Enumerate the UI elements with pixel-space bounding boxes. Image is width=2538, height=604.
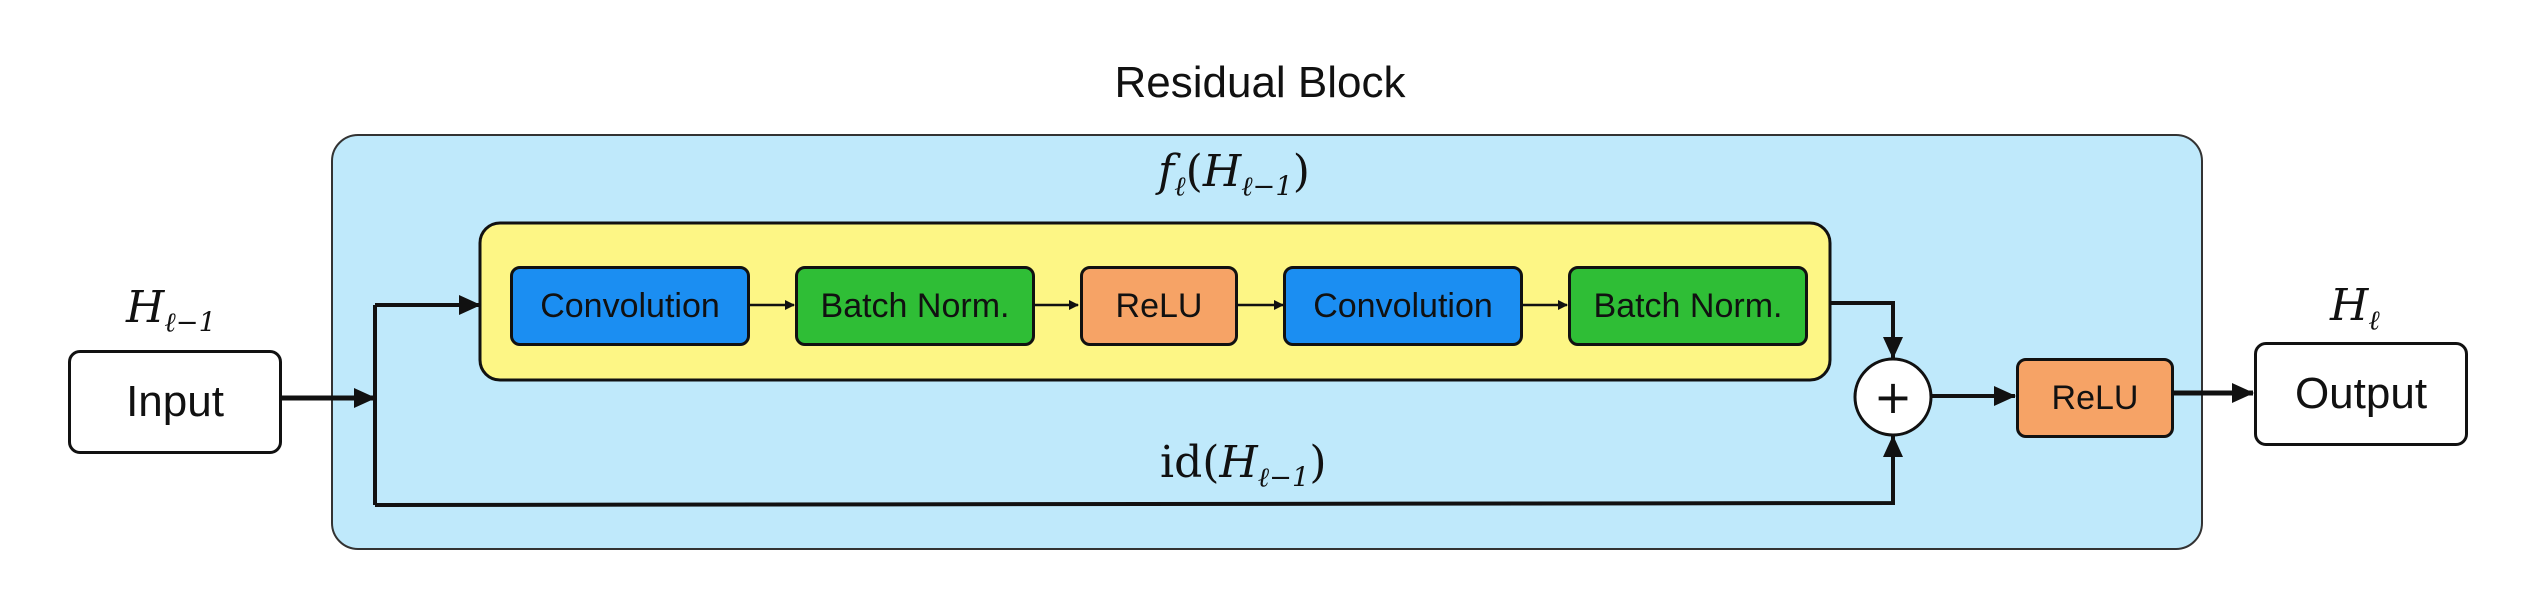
identity-label: id(Hℓ−1) xyxy=(1160,437,1327,494)
residual-output-arrow xyxy=(1830,301,1903,359)
add-symbol: + xyxy=(1874,370,1913,424)
identity-path xyxy=(374,435,1903,507)
layer-convolution-2: Convolution xyxy=(1283,266,1523,346)
layer-batch-norm-1: Batch Norm. xyxy=(795,266,1035,346)
residual-function-label: fℓ(Hℓ−1) xyxy=(1158,146,1310,203)
output-node: Output xyxy=(2254,342,2468,446)
layer-relu-1: ReLU xyxy=(1080,266,1238,346)
input-variable-label: Hℓ−1 xyxy=(126,282,216,339)
layer-batch-norm-2: Batch Norm. xyxy=(1568,266,1808,346)
block-title: Residual Block xyxy=(1114,58,1406,107)
output-relu: ReLU xyxy=(2016,358,2174,438)
input-node: Input xyxy=(68,350,282,454)
output-variable-label: Hℓ xyxy=(2330,280,2380,337)
layer-convolution-1: Convolution xyxy=(510,266,750,346)
